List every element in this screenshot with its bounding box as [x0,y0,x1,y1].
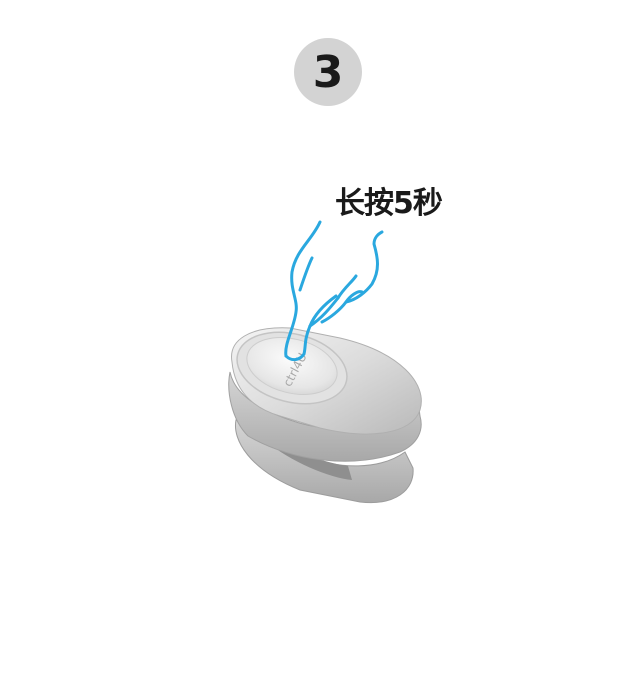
clip-device-icon: ctrl4U [228,327,422,504]
finger-press-icon [284,220,384,362]
step-number-badge: 3 [294,38,362,106]
instruction-label: 长按5秒 [335,186,443,221]
step-number: 3 [312,47,344,98]
